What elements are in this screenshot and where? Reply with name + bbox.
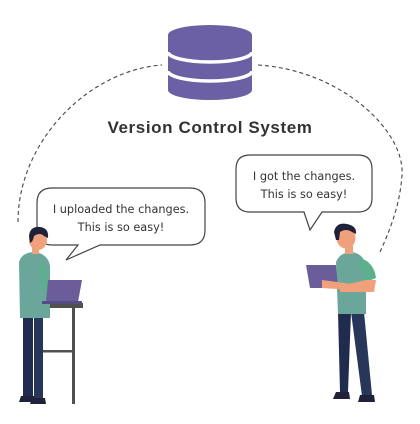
dashed-connector-right xyxy=(257,64,403,253)
dashed-connector-left xyxy=(17,64,163,223)
person-with-laptop-at-desk xyxy=(19,226,83,404)
right-bubble-line1: I got the changes. xyxy=(253,170,355,183)
desk-crossbar xyxy=(40,350,75,353)
right-bubble-line2: This is so easy! xyxy=(260,188,348,201)
left-laptop xyxy=(46,280,82,302)
desk-top xyxy=(33,303,83,308)
database-icon xyxy=(166,25,254,100)
desk-leg-right xyxy=(72,308,75,404)
left-bubble-line2: This is so easy! xyxy=(77,221,165,234)
person-holding-laptop xyxy=(306,223,376,402)
right-speech-bubble: I got the changes. This is so easy! xyxy=(235,154,373,232)
left-speech-bubble: I uploaded the changes. This is so easy! xyxy=(36,187,206,261)
left-bubble-line1: I uploaded the changes. xyxy=(53,203,189,216)
diagram-title: Version Control System xyxy=(108,118,313,137)
